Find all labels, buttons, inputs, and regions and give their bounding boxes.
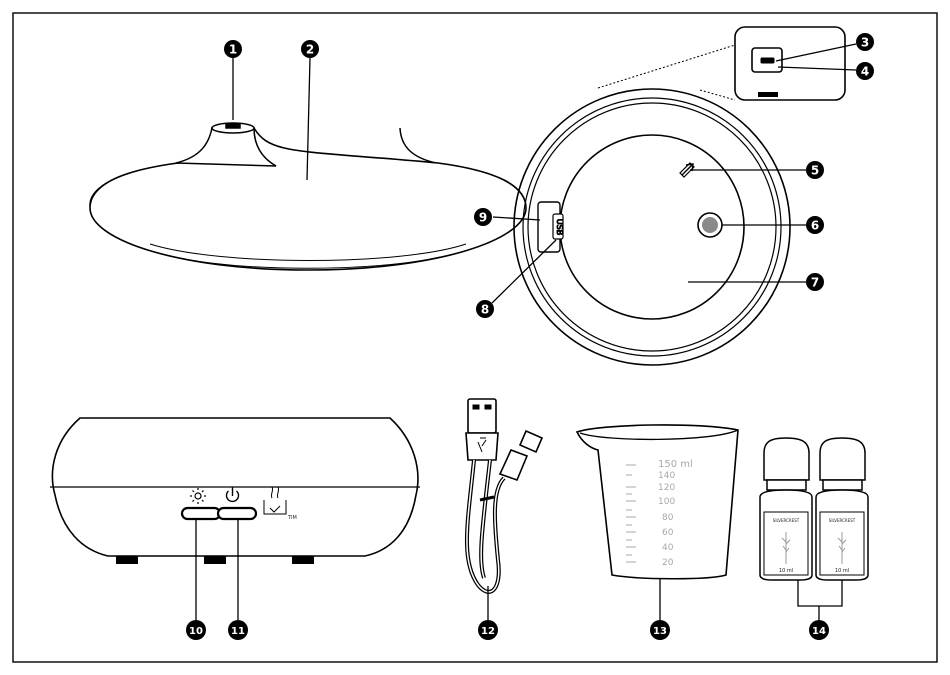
cup-mark-100: 100 — [658, 497, 675, 507]
callout-6: 6 — [806, 216, 824, 234]
callout-14: 14 — [809, 620, 829, 640]
svg-text:11: 11 — [231, 626, 245, 637]
cup-mark-120: 120 — [658, 483, 675, 493]
callout-10: 10 — [186, 620, 206, 640]
cup-mark-20: 20 — [662, 558, 674, 568]
usb-port-inset — [598, 27, 845, 100]
diffuser-top-view: USB — [514, 89, 790, 365]
callout-5: 5 — [806, 161, 824, 179]
svg-text:4: 4 — [861, 65, 869, 79]
bottle-left-volume: 10 ml — [779, 568, 793, 574]
svg-text:7: 7 — [811, 276, 819, 290]
usb-cable — [466, 399, 542, 592]
svg-text:2: 2 — [306, 43, 314, 57]
base-front-view — [50, 418, 420, 564]
svg-text:14: 14 — [812, 626, 826, 637]
svg-text:13: 13 — [653, 626, 667, 637]
cup-mark-80: 80 — [662, 513, 674, 523]
svg-text:12: 12 — [481, 626, 495, 637]
oil-bottle-left — [760, 438, 812, 580]
cup-mark-150: 150 ml — [658, 459, 693, 470]
svg-text:1: 1 — [229, 43, 237, 57]
svg-text:10: 10 — [189, 626, 203, 637]
svg-text:8: 8 — [481, 303, 489, 317]
timer-label: TIM — [287, 515, 297, 521]
callout-8: 8 — [476, 300, 494, 318]
cup-mark-40: 40 — [662, 543, 674, 553]
callout-7: 7 — [806, 273, 824, 291]
callout-13: 13 — [650, 620, 670, 640]
callout-4: 4 — [856, 62, 874, 80]
svg-text:5: 5 — [811, 164, 819, 178]
bottle-left-brand: SILVERCREST — [773, 518, 800, 523]
callout-3: 3 — [856, 33, 874, 51]
cup-mark-140: 140 — [658, 471, 675, 481]
oil-bottle-right — [816, 438, 868, 580]
bottle-right-volume: 10 ml — [835, 568, 849, 574]
cup-mark-60: 60 — [662, 528, 674, 538]
svg-text:USB: USB — [555, 219, 564, 235]
svg-text:9: 9 — [479, 211, 487, 225]
callout-2: 2 — [301, 40, 319, 58]
callout-11: 11 — [228, 620, 248, 640]
svg-text:3: 3 — [861, 36, 869, 50]
callout-1: 1 — [224, 40, 242, 58]
svg-text:6: 6 — [811, 219, 819, 233]
callout-9: 9 — [474, 208, 492, 226]
callout-12: 12 — [478, 620, 498, 640]
bottle-right-brand: SILVERCREST — [829, 518, 856, 523]
